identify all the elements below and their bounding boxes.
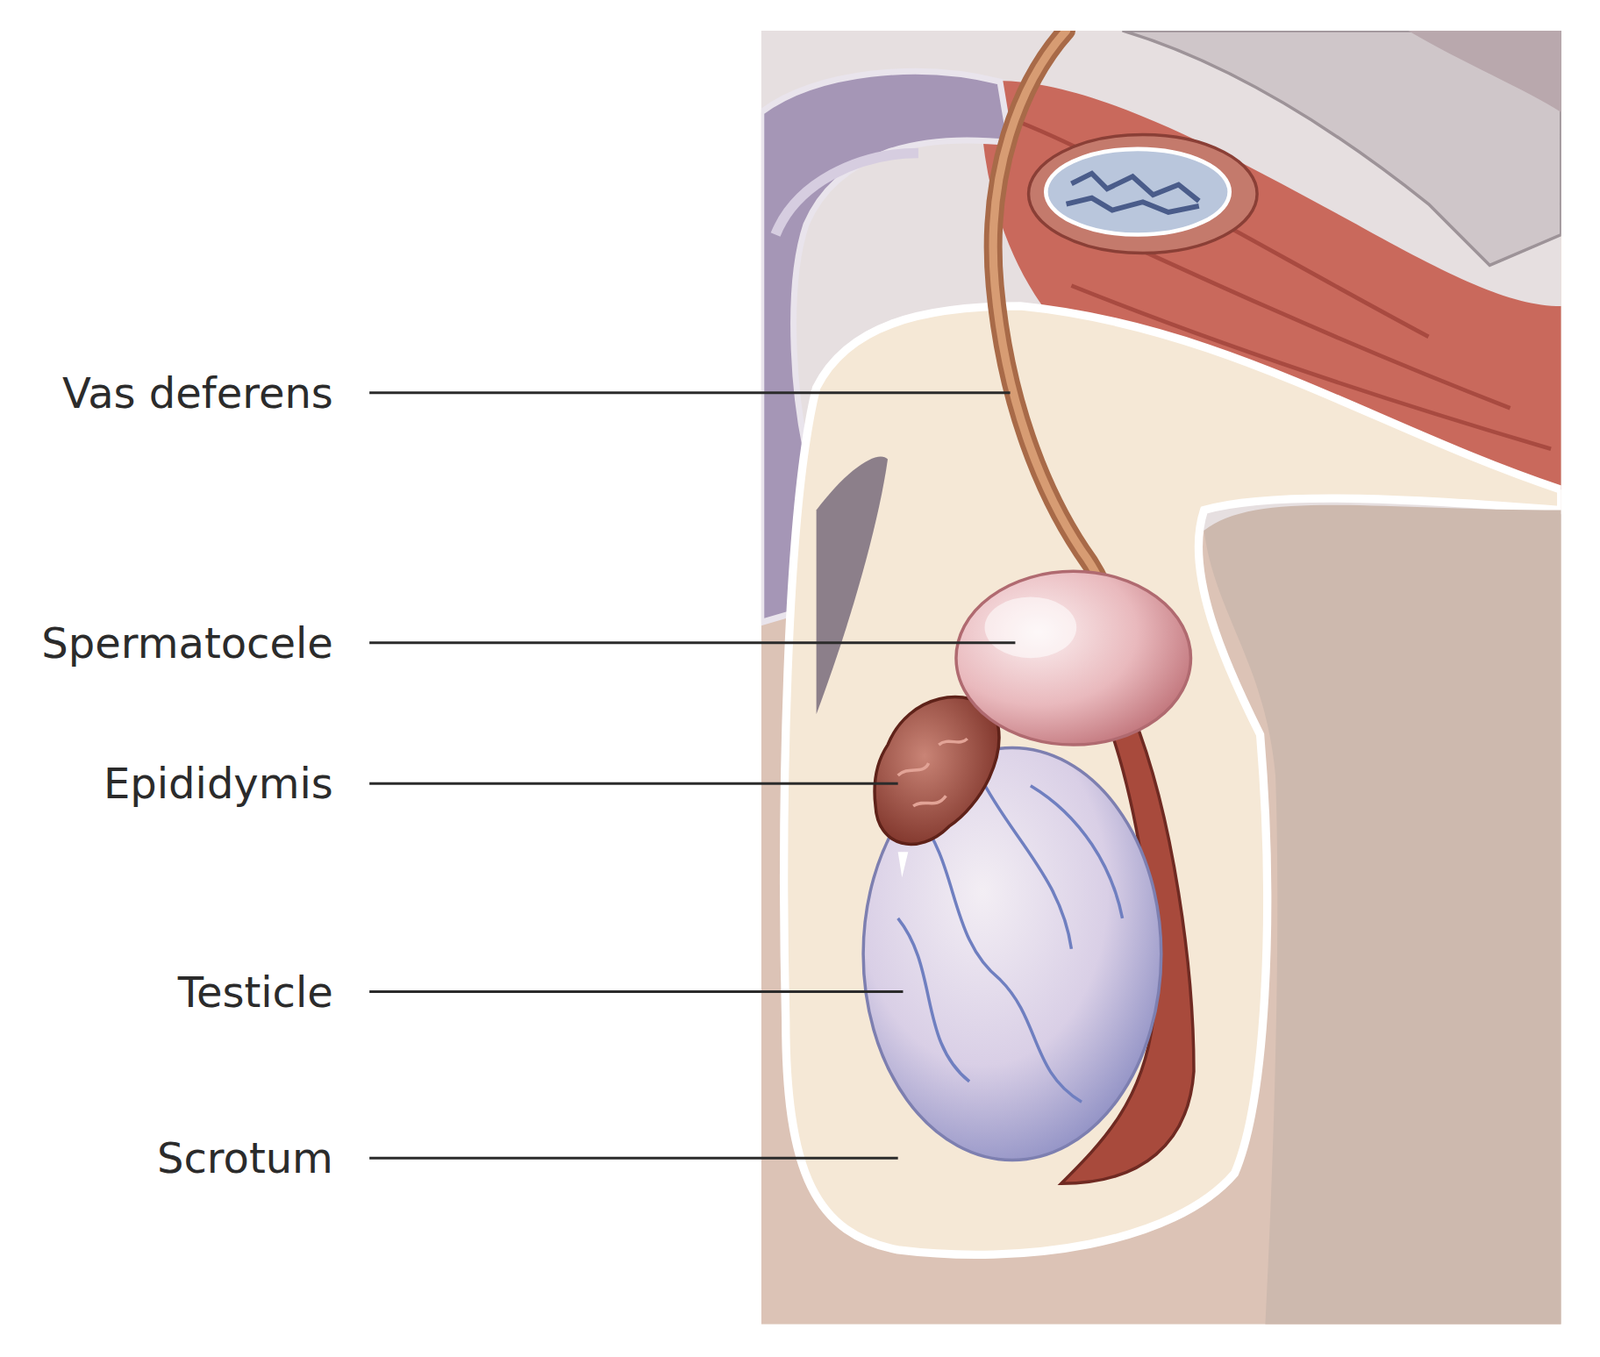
part-label: Epididymis: [100, 760, 337, 807]
part-label: Vas deferens: [58, 370, 337, 416]
leader-line: [369, 1157, 899, 1160]
leader-line: [369, 641, 1015, 644]
leader-lines: [369, 392, 1015, 1158]
illustration-panel: [761, 30, 1562, 1325]
part-label: Spermatocele: [37, 620, 337, 666]
part-label: Scrotum: [153, 1135, 337, 1181]
leader-line: [369, 391, 1010, 394]
part-label: Testicle: [174, 969, 337, 1015]
leader-line: [369, 990, 903, 993]
leader-line: [369, 782, 899, 786]
